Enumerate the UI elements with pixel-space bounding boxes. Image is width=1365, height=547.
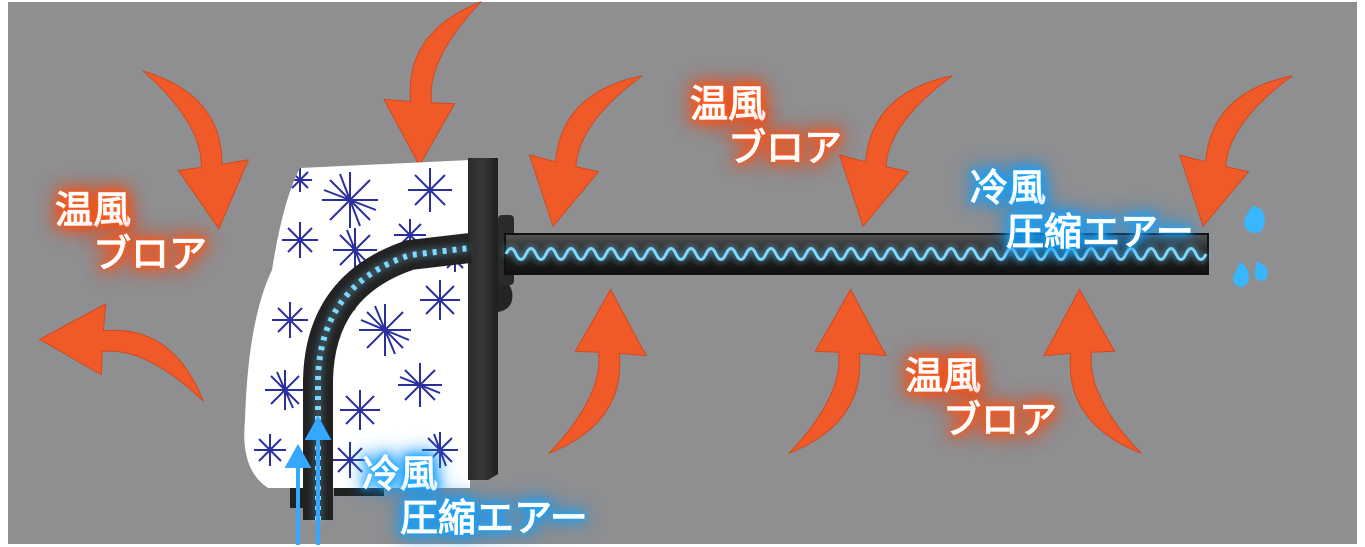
warm-label-line1: 温風 [55,187,132,232]
clamp-body [468,158,498,480]
warm-label-line2: ブロア [93,231,208,276]
cold-label-line2: 圧縮エアー [400,495,588,540]
cold-label-line1: 冷風 [362,451,439,496]
curved-hose [303,233,472,520]
cold-air-label-right: 冷風 圧縮エアー [970,166,1194,254]
bottom-border [0,544,1365,547]
warm-blower-label-top: 温風 ブロア [690,82,842,170]
cold-air-label-bottom: 冷風 圧縮エアー [362,452,588,540]
warm-label-line2: ブロア [943,397,1058,442]
top-border [0,0,1365,2]
hose-coil [504,247,1208,261]
air-flow-arrow-icon [284,415,332,545]
warm-blower-label-left: 温風 ブロア [55,188,207,276]
frost-crystal-icon [254,168,467,478]
warm-label-line2: ブロア [728,125,843,170]
warm-blower-label-bottom: 温風 ブロア [905,354,1057,442]
horizontal-hose [504,233,1209,275]
right-border [1357,0,1365,547]
cold-label-line2: 圧縮エアー [1006,209,1194,254]
left-border [0,0,8,547]
warm-label-line1: 温風 [905,353,982,398]
warm-label-line1: 温風 [690,81,767,126]
cold-label-line1: 冷風 [970,165,1047,210]
water-drop-icon [1233,206,1268,287]
